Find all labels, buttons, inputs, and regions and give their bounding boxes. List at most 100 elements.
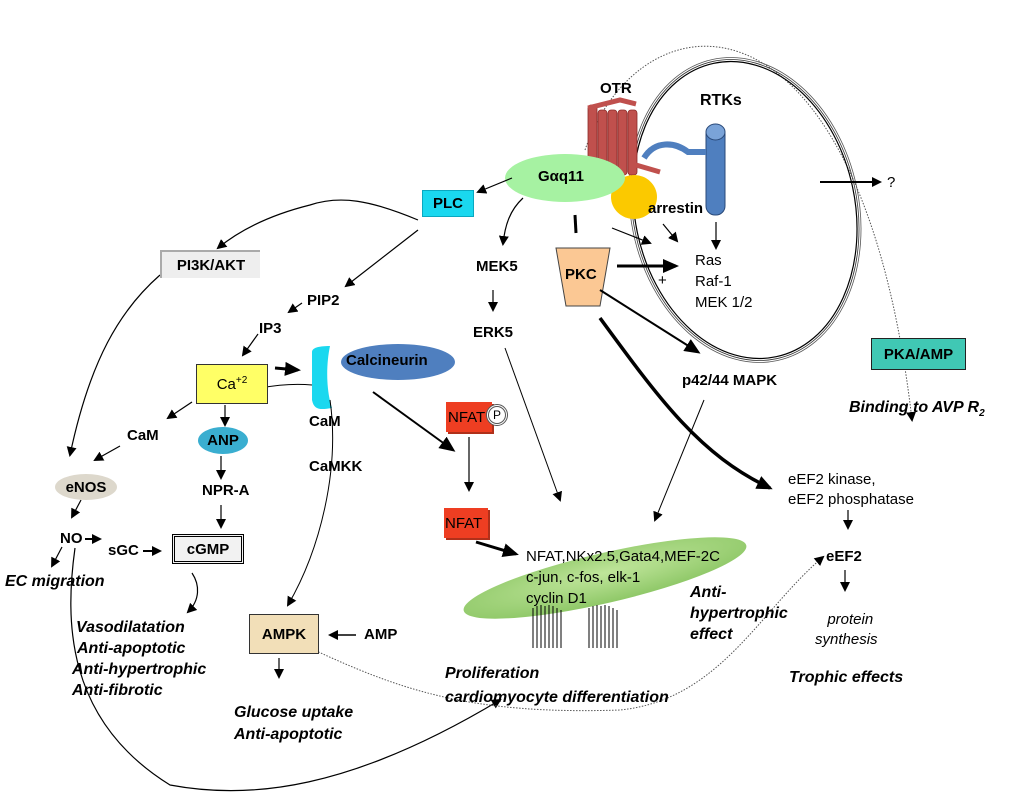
ampk-box[interactable]: AMPK: [249, 614, 319, 654]
trophic-effects-label: Trophic effects: [789, 669, 904, 686]
p42-44-mapk-label[interactable]: p42/44 MAPK: [682, 372, 778, 389]
nucleus-shape: [463, 537, 747, 619]
proliferation-label: Proliferation cardiomyocyte differentiat…: [445, 662, 669, 710]
calcium-box[interactable]: Ca+2: [196, 364, 268, 404]
effect-item: Anti-fibrotic: [72, 682, 163, 699]
raf1-label[interactable]: Raf-1: [695, 273, 732, 290]
dna-coil-icon: [532, 605, 618, 648]
ip3-label[interactable]: IP3: [259, 320, 282, 337]
eef2-label[interactable]: eEF2: [826, 548, 862, 565]
ampk-label: AMPK: [261, 625, 307, 643]
arrow: [653, 399, 705, 522]
arrow: [274, 361, 301, 376]
pi3k-akt-box[interactable]: PI3K/AKT: [160, 250, 260, 278]
arrow: [476, 177, 513, 194]
nfat-box[interactable]: NFAT: [444, 508, 488, 538]
arrow: [662, 223, 679, 243]
arrestin-label[interactable]: arrestin: [648, 200, 704, 217]
binding-text: Binding to AVP R: [849, 399, 980, 416]
eef2-kinase-label[interactable]: eEF2 kinase,: [788, 471, 876, 488]
enos-label: eNOS: [65, 478, 107, 496]
arrow: [287, 302, 303, 314]
arrow: [504, 347, 562, 502]
arrow: [611, 227, 652, 245]
anp-ellipse[interactable]: ANP: [198, 427, 248, 454]
npr-a-label[interactable]: NPR-A: [202, 482, 250, 499]
inhibit-bar: [573, 214, 578, 234]
protein-synthesis-label: protein synthesis: [815, 610, 878, 650]
mek12-label[interactable]: MEK 1/2: [695, 294, 753, 311]
pkc-label[interactable]: PKC: [565, 266, 597, 283]
camkk-label[interactable]: CaMKK: [309, 458, 363, 475]
arrow: [216, 199, 419, 250]
cgmp-box[interactable]: cGMP: [172, 534, 244, 564]
arrow: [598, 316, 773, 490]
nfat-p-box[interactable]: NFAT: [446, 402, 492, 432]
binding-avp-label: Binding to AVP R2: [849, 398, 985, 424]
transactivation-arrow-icon: [641, 141, 706, 160]
effect-item: Anti-apoptotic: [77, 640, 186, 657]
arrow: [344, 229, 419, 288]
effect-item: hypertrophic: [690, 605, 788, 622]
ras-raf-mek-stack: Ras Raf-1 MEK 1/2: [695, 250, 753, 313]
calcineurin-shape: [341, 344, 455, 380]
eef2-phosphatase-label[interactable]: eEF2 phosphatase: [788, 491, 914, 508]
erk5-label[interactable]: ERK5: [473, 324, 514, 341]
rtk-receptor-icon: [705, 123, 726, 216]
cgmp-effects-list: Vasodilatation Anti-apoptotic Anti-hyper…: [72, 617, 206, 701]
binding-subscript: 2: [979, 408, 985, 420]
arrow: [166, 401, 193, 420]
gaq11-label[interactable]: Gαq11: [538, 168, 584, 185]
effect-item: synthesis: [815, 631, 878, 648]
arrow: [71, 499, 82, 519]
effect-item: Proliferation: [445, 665, 540, 682]
phosphate-circle: P: [486, 404, 508, 426]
effect-item: cardiomyocyte differentiation: [445, 689, 669, 706]
effect-item: effect: [690, 626, 733, 643]
tf-line: NFAT,NKx2.5,Gata4,MEF-2C: [526, 548, 720, 565]
pkc-shape: [555, 247, 611, 307]
pip2-label[interactable]: PIP2: [307, 292, 340, 309]
cam-bracket-shape: [312, 346, 332, 410]
arrow: [51, 546, 63, 568]
rtk-membrane-oval: [628, 57, 862, 363]
amp-label[interactable]: AMP: [364, 626, 398, 643]
arrow: [372, 391, 456, 452]
enos-ellipse[interactable]: eNOS: [55, 474, 117, 500]
pka-amp-box[interactable]: PKA/AMP: [871, 338, 966, 370]
effect-item: Vasodilatation: [76, 619, 185, 636]
calcium-label: Ca+2: [217, 375, 248, 393]
arrow: [93, 445, 121, 461]
arrestin-shape: [611, 175, 657, 219]
cam-right-label[interactable]: CaM: [309, 413, 341, 430]
mek5-label[interactable]: MEK5: [476, 258, 518, 275]
eef2-kinase-stack: eEF2 kinase, eEF2 phosphatase: [788, 470, 914, 510]
ec-migration-label: EC migration: [5, 573, 105, 590]
arrow: [66, 274, 161, 457]
arrow: [241, 333, 259, 357]
transcription-factors-stack: NFAT,NKx2.5,Gata4,MEF-2C c-jun, c-fos, e…: [526, 546, 720, 609]
rtks-label: RTKs: [700, 92, 742, 109]
dotted-arrow: [309, 555, 825, 712]
arrow: [286, 399, 334, 607]
sgc-label[interactable]: sGC: [108, 542, 139, 559]
arrow: [70, 547, 502, 792]
nfat-p-label: NFAT: [448, 408, 486, 426]
calcium-charge: +2: [235, 375, 248, 386]
question-label: ?: [887, 174, 896, 191]
otr-label: OTR: [600, 80, 632, 97]
effect-item: Anti-: [690, 584, 727, 601]
nfat-label: NFAT: [445, 514, 483, 532]
arrow: [186, 572, 199, 614]
calcineurin-label[interactable]: Calcineurin: [346, 352, 428, 369]
ras-label[interactable]: Ras: [695, 252, 722, 269]
plc-label: PLC: [433, 195, 463, 212]
plc-box[interactable]: PLC: [422, 190, 474, 217]
no-label[interactable]: NO: [60, 530, 83, 547]
effect-item: Anti-apoptotic: [234, 726, 343, 743]
calcium-symbol: Ca: [216, 376, 236, 393]
effect-item: Anti-hypertrophic: [72, 661, 207, 678]
anti-hypertrophic-label: Anti- hypertrophic effect: [690, 582, 788, 645]
cam-left-label[interactable]: CaM: [127, 427, 159, 444]
